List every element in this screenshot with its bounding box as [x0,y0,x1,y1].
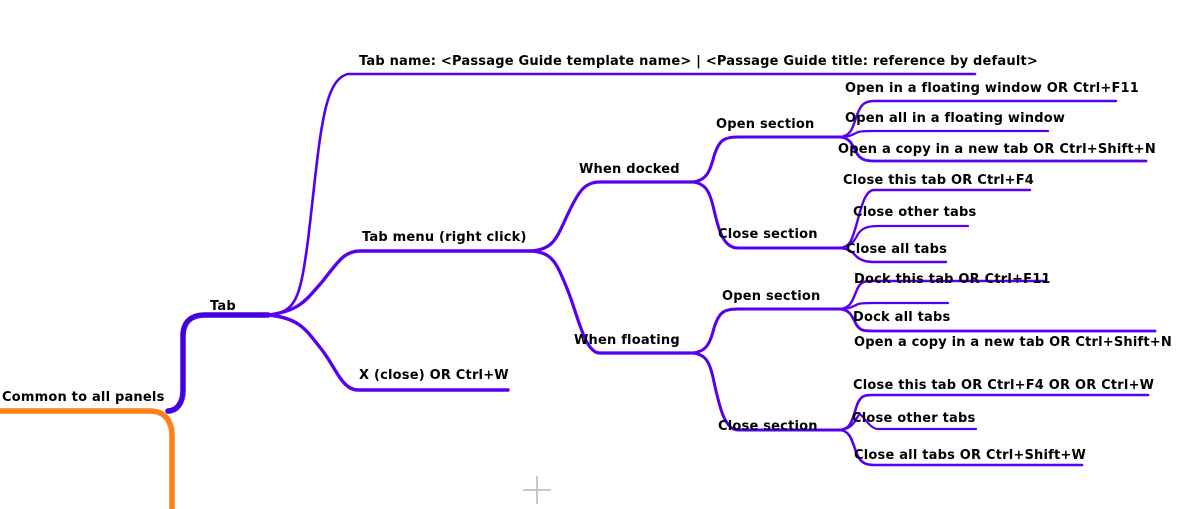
node-x-close[interactable]: X (close) OR Ctrl+W [359,368,509,383]
branch-floating-close-item-3 [838,428,1084,467]
branch-tab-to-tabmenu [266,249,532,317]
branch-floating-to-open-section [690,307,842,355]
node-floating-open-section[interactable]: Open section [722,289,821,304]
leaf-docked-open-all-floating-window[interactable]: Open all in a floating window [845,111,1066,126]
branch-floating-to-close-section [690,351,842,432]
node-tab-name[interactable]: Tab name: <Passage Guide template name> … [359,54,1038,69]
branch-tab-to-close [266,313,510,392]
node-tab[interactable]: Tab [210,299,236,314]
branch-root-to-tab [165,312,271,414]
node-floating-close-section[interactable]: Close section [718,419,818,434]
node-common-to-all-panels[interactable]: Common to all panels [2,390,165,405]
leaf-docked-open-copy-new-tab[interactable]: Open a copy in a new tab OR Ctrl+Shift+N [838,142,1156,157]
branch-tab-to-tabname [266,72,977,317]
branch-docked-to-close-section [690,180,842,250]
branch-floating-open-item-1 [838,279,1047,311]
leaf-floating-dock-this-tab[interactable]: Dock this tab OR Ctrl+F11 [854,272,1051,287]
node-tab-menu[interactable]: Tab menu (right click) [362,230,527,245]
root-branch-orange [0,408,175,509]
leaf-floating-dock-all-tabs[interactable]: Dock all tabs [853,310,951,325]
branch-docked-open-item-2 [838,129,1050,139]
branch-docked-close-item-2 [838,224,970,250]
branch-docked-open-item-1 [838,99,1118,139]
leaf-floating-close-all-tabs[interactable]: Close all tabs OR Ctrl+Shift+W [854,448,1087,463]
leaf-floating-close-this-tab[interactable]: Close this tab OR Ctrl+F4 OR OR Ctrl+W [853,378,1155,393]
branch-docked-to-open-section [690,135,842,184]
branch-floating-open-item-3 [838,307,1157,333]
leaf-docked-close-all-tabs[interactable]: Close all tabs [846,242,948,257]
leaf-docked-close-other-tabs[interactable]: Close other tabs [853,205,977,220]
node-docked-open-section[interactable]: Open section [716,117,815,132]
branch-floating-open-item-2 [838,301,950,311]
node-when-floating[interactable]: When floating [574,333,680,348]
branch-tabmenu-to-docked [528,180,694,253]
crosshair-marker-icon [523,476,551,504]
leaf-docked-open-floating-window[interactable]: Open in a floating window OR Ctrl+F11 [845,81,1140,96]
branch-docked-close-item-3 [838,246,948,264]
branch-floating-close-item-2 [838,413,978,432]
leaf-floating-open-copy-new-tab[interactable]: Open a copy in a new tab OR Ctrl+Shift+N [854,335,1172,350]
branch-docked-open-item-3 [838,135,1148,163]
leaf-docked-close-this-tab[interactable]: Close this tab OR Ctrl+F4 [843,173,1035,188]
node-docked-close-section[interactable]: Close section [718,227,818,242]
branch-tabmenu-to-floating [528,249,694,355]
leaf-floating-close-other-tabs[interactable]: Close other tabs [852,411,976,426]
node-when-docked[interactable]: When docked [579,162,680,177]
